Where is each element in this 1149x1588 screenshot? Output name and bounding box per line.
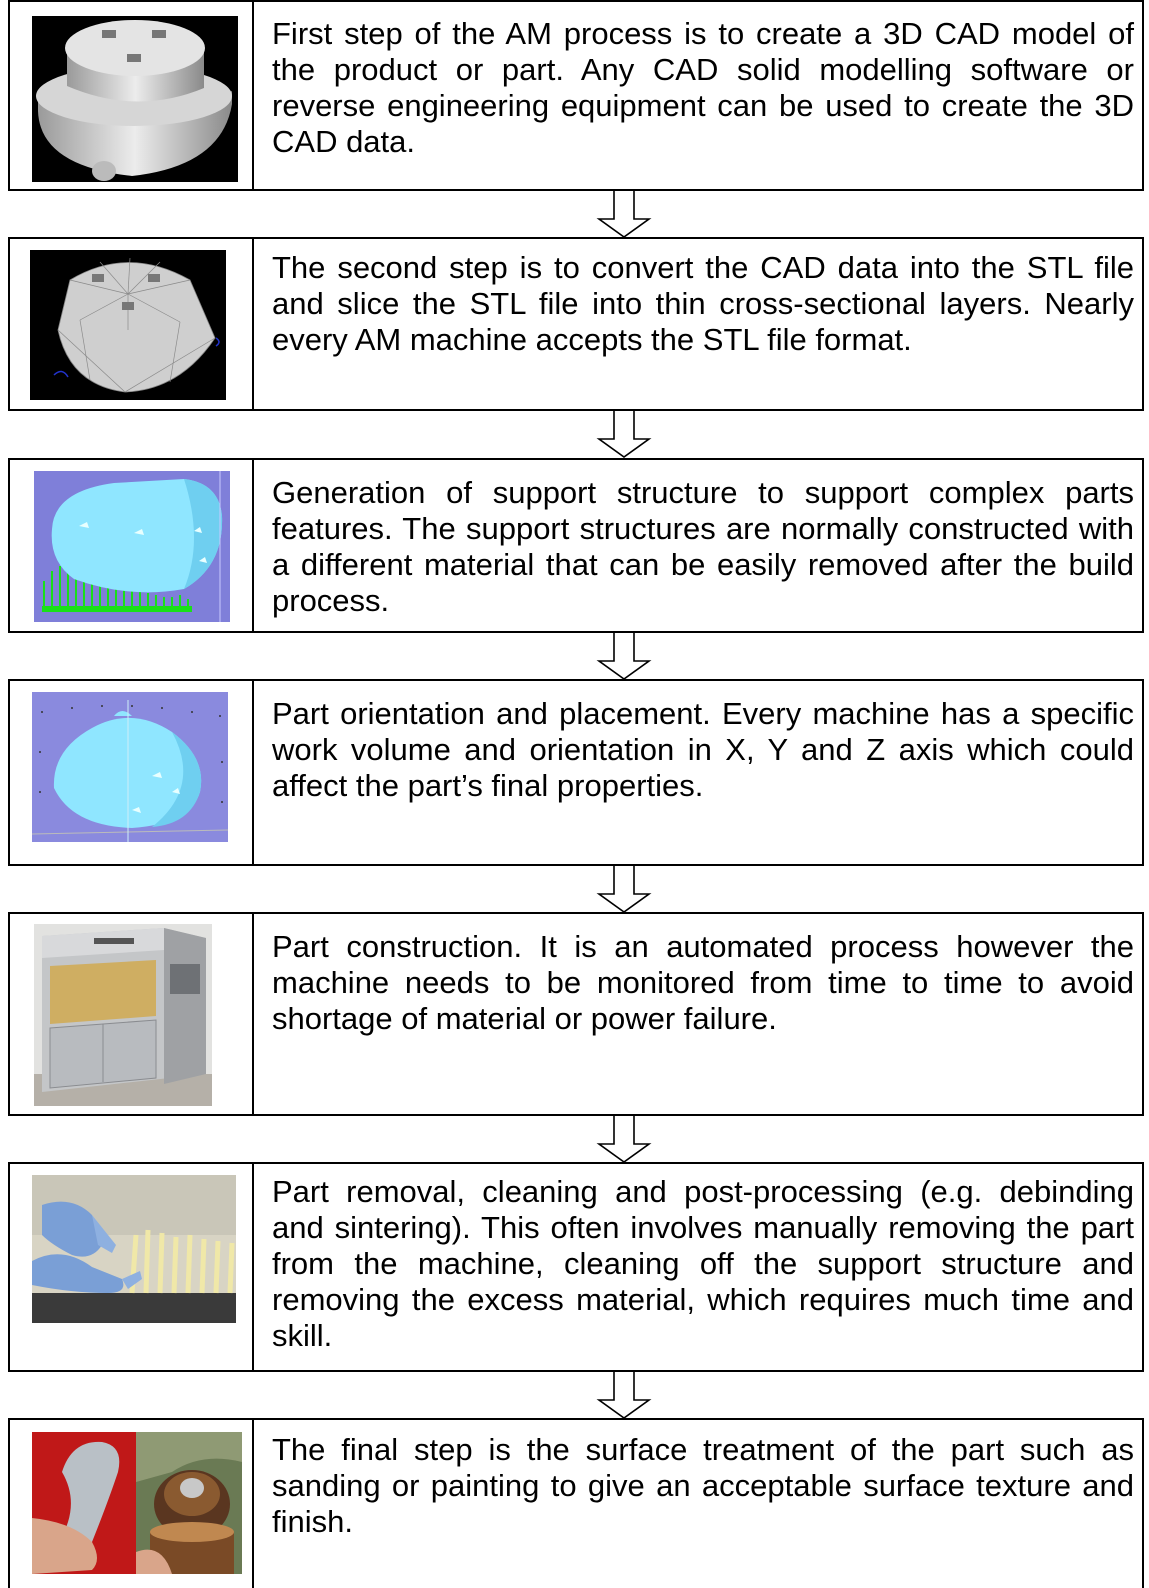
step-divider (252, 1164, 254, 1370)
down-arrow-icon (595, 866, 653, 914)
step-4-box: Part orientation and placement. Every ma… (8, 679, 1144, 866)
part-removal-image (32, 1175, 236, 1323)
down-arrow-icon (595, 1116, 653, 1164)
step-divider (252, 460, 254, 631)
step-2-box: The second step is to convert the CAD da… (8, 237, 1144, 411)
step-7-text: The final step is the surface treatment … (272, 1432, 1134, 1539)
step-6-box: Part removal, cleaning and post-processi… (8, 1162, 1144, 1372)
down-arrow-icon (595, 633, 653, 681)
step-divider (252, 2, 254, 189)
cad-model-image (32, 16, 238, 182)
down-arrow-icon (595, 1372, 653, 1420)
step-1-text: First step of the AM process is to creat… (272, 16, 1134, 159)
step-divider (252, 681, 254, 864)
step-7-box: The final step is the surface treatment … (8, 1418, 1144, 1588)
step-1-box: First step of the AM process is to creat… (8, 0, 1144, 191)
step-5-text: Part construction. It is an automated pr… (272, 929, 1134, 1036)
down-arrow-icon (595, 411, 653, 459)
part-orientation-image (32, 692, 228, 842)
step-2-text: The second step is to convert the CAD da… (272, 250, 1134, 357)
step-divider (252, 914, 254, 1114)
step-4-text: Part orientation and placement. Every ma… (272, 696, 1134, 803)
surface-treatment-image (32, 1432, 242, 1574)
step-3-box: Generation of support structure to suppo… (8, 458, 1144, 633)
step-3-text: Generation of support structure to suppo… (272, 475, 1134, 618)
am-machine-image (34, 924, 212, 1106)
step-divider (252, 239, 254, 409)
down-arrow-icon (595, 191, 653, 239)
step-6-text: Part removal, cleaning and post-processi… (272, 1174, 1134, 1353)
support-structure-image (34, 471, 230, 622)
step-5-box: Part construction. It is an automated pr… (8, 912, 1144, 1116)
stl-mesh-image (30, 250, 226, 400)
step-divider (252, 1420, 254, 1588)
